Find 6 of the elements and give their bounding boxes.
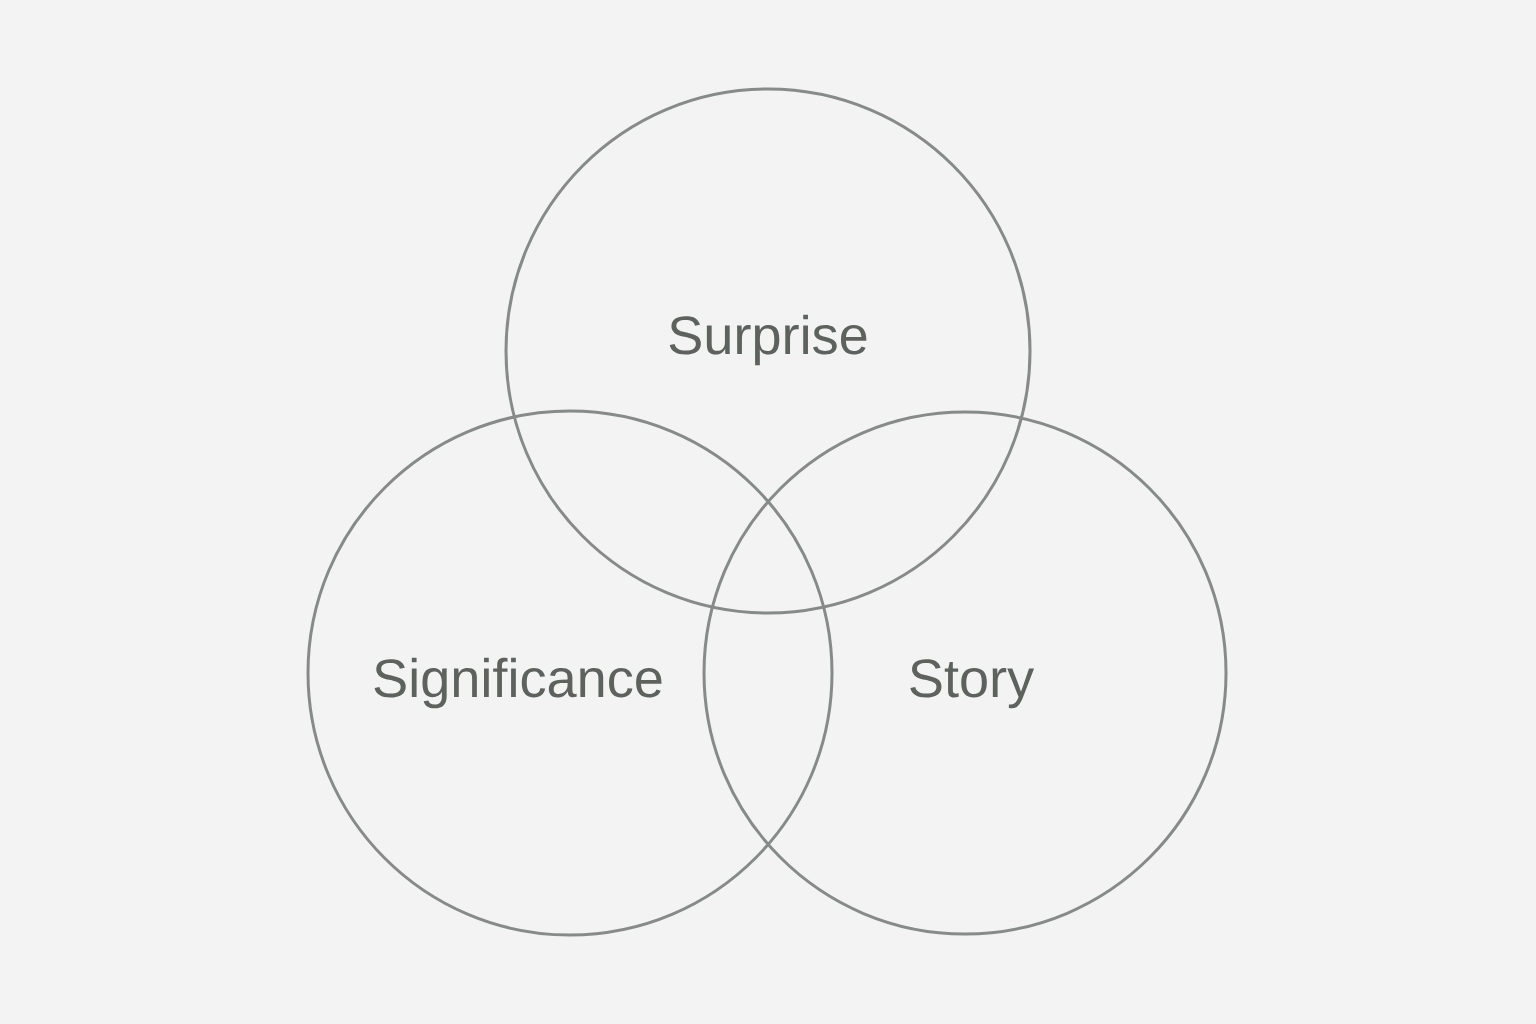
venn-circle (504, 87, 1032, 615)
circle-label: Surprise (669, 314, 867, 366)
circle-label: Story (910, 659, 1035, 709)
venn-circle (702, 410, 1228, 936)
venn-circle (306, 409, 834, 937)
circle-label: Significance (374, 657, 662, 709)
